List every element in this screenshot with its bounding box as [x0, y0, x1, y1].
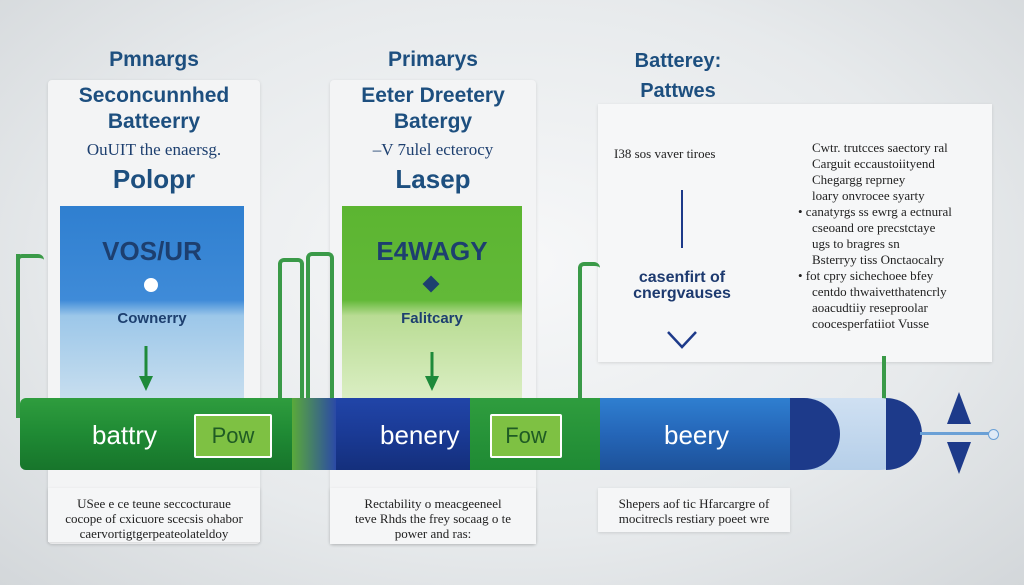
- up-down-arrow-icon: [944, 392, 974, 479]
- note-line: Chegargg reprney: [812, 172, 906, 187]
- caption-1: USee e ce teune seccocturaue cocope of c…: [48, 488, 260, 542]
- column-1-line-4: Polopr: [112, 164, 196, 194]
- connector-5: [882, 356, 886, 400]
- column-2-color-box: E4WAGY Falitcary: [342, 206, 522, 402]
- column-3-header-line-1: Batterey:: [634, 50, 722, 72]
- connector-4: [578, 262, 600, 412]
- column-2-line-4: Lasep: [395, 164, 471, 194]
- pipe-segment-3: [600, 398, 796, 470]
- pipe-1-label: battry: [92, 420, 158, 450]
- connector-1: [16, 254, 44, 418]
- probe-line: [920, 432, 994, 435]
- column-2-header: Primarys: [388, 48, 478, 71]
- column-1-box-sub: Cownerry: [117, 310, 187, 327]
- column-1-line-1: Seconcunnhed: [78, 84, 230, 107]
- arrow-down-icon: [424, 352, 440, 392]
- caption-1-line: USee e ce teune seccocturaue: [77, 496, 231, 511]
- column-2-line-1: Eeter Dreetery: [361, 84, 505, 107]
- note-line: ugs to bragres sn: [812, 236, 900, 251]
- pow-badge: Pow: [194, 414, 272, 458]
- column-3-header: Batterey: Pattwes: [610, 46, 746, 106]
- pipe-end-nose: [886, 398, 922, 470]
- column-2-line-2: Batergy: [393, 110, 473, 133]
- column-3-small-label: I38 sos vaver tiroes: [614, 146, 716, 161]
- column-1-box-title: VOS/UR: [102, 236, 202, 266]
- connector-2: [278, 258, 304, 412]
- caption-2-line: Rectability o meacgeeneel: [364, 496, 502, 511]
- probe-tip: [988, 429, 999, 440]
- arrow-down-icon: [138, 346, 154, 392]
- note-line: Bsterryy tiss Onctaocalry: [812, 252, 945, 267]
- diamond-icon: [422, 275, 440, 293]
- caption-1-line: caervortigtgerpeateolateldoy: [79, 526, 229, 541]
- column-2: Primarys Eeter Dreetery Batergy –V 7ulel…: [330, 0, 536, 585]
- caption-3-line: Shepers aof tic Hfarcargre of: [618, 496, 770, 511]
- note-line: Cwtr. trutcces saectory ral: [812, 140, 948, 155]
- caption-2: Rectability o meacgeeneel teve Rhds the …: [330, 488, 536, 544]
- pipe-2-label: benery: [380, 420, 460, 450]
- column-3-center-line-2: cnergvauses: [633, 285, 731, 302]
- dot-icon: [144, 278, 158, 292]
- note-line: • fot cpry sichechoee bfey: [798, 268, 934, 283]
- note-line: aoacudtiiy reseproolar: [812, 300, 928, 315]
- note-line: centdo thwaivetthatencrly: [812, 284, 947, 299]
- notes-list: Cwtr. trutcces saectory ral Carguit ecca…: [798, 140, 952, 332]
- note-line: coocesperfatiiot Vusse: [812, 316, 930, 331]
- caption-2-line: teve Rhds the frey socaag o te: [355, 511, 511, 526]
- column-1-color-box: VOS/UR Cownerry: [60, 206, 244, 402]
- column-2-line-3: –V 7ulel ecterocy: [372, 140, 494, 159]
- column-3-center-label: casenfirt of cnergvauses: [612, 270, 752, 302]
- pipe-transition-1: [292, 398, 336, 470]
- column-2-box-title: E4WAGY: [376, 236, 488, 266]
- note-line: cseoand ore precstctaye: [812, 220, 936, 235]
- column-1: Pmnargs Seconcunnhed Batteerry OuUIT the…: [48, 0, 260, 585]
- column-1-line-2: Batteerry: [107, 110, 201, 133]
- notes-panel: [598, 104, 992, 362]
- caption-3-line: mocitrecls restiary poeet wre: [618, 511, 770, 526]
- caption-2-line: power and ras:: [394, 526, 472, 541]
- vertical-line: [681, 190, 683, 248]
- pipe-3-label: beery: [664, 420, 730, 450]
- note-line: • canatyrgs ss ewrg a ectnural: [798, 204, 952, 219]
- caption-3: Shepers aof tic Hfarcargre of mocitrecls…: [598, 488, 790, 532]
- caption-1-line: cocope of cxicuore scecsis ohabor: [65, 511, 243, 526]
- column-3-header-line-2: Pattwes: [640, 80, 716, 102]
- note-line: loary onvrocee syarty: [812, 188, 925, 203]
- connector-3: [306, 252, 334, 412]
- column-1-header: Pmnargs: [109, 48, 199, 71]
- column-2-box-sub: Falitcary: [401, 310, 463, 327]
- fow-badge: Fow: [490, 414, 562, 458]
- connector-1-tail: [16, 254, 20, 414]
- chevron-down-icon: [666, 330, 698, 355]
- column-3-center-line-1: casenfirt of: [638, 269, 726, 286]
- note-line: Carguit eccaustoiityend: [812, 156, 935, 171]
- column-1-line-3: OuUIT the enaersg.: [86, 140, 222, 159]
